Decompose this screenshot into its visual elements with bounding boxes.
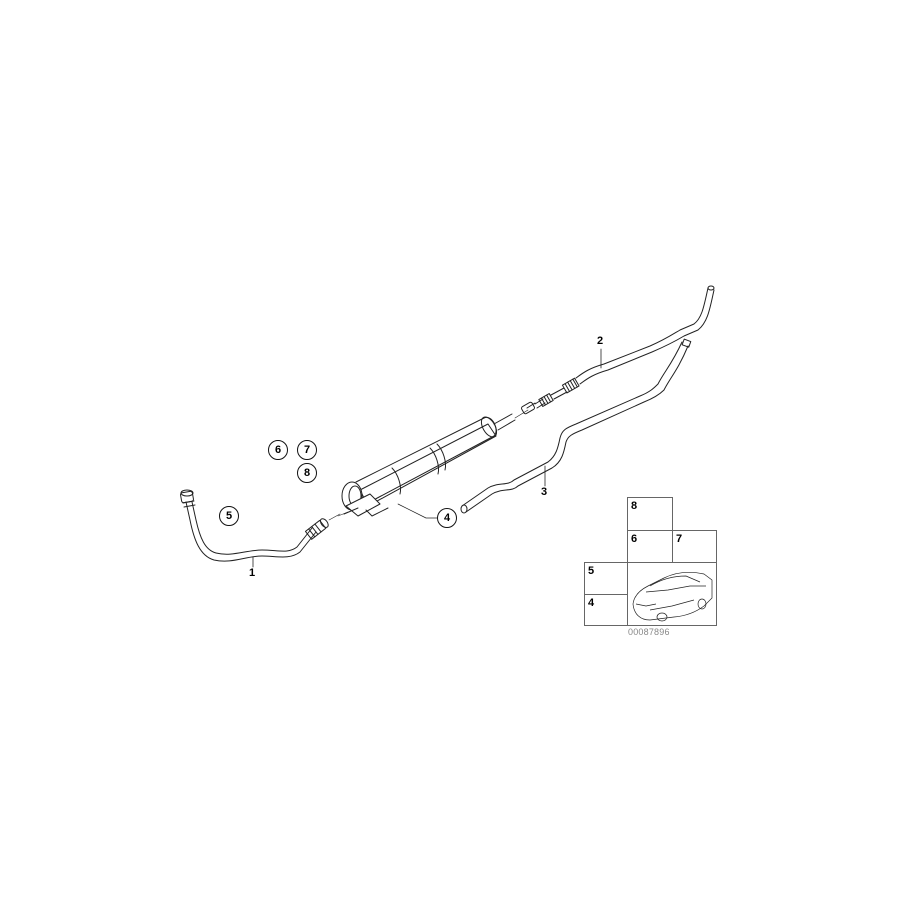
inset-box-4: 4 [584,594,628,626]
inset-number-6: 6 [631,533,638,545]
part-label-2: 2 [597,335,604,347]
inset-box-6: 6 [627,530,673,563]
catalog-number: 00087896 [628,627,670,637]
inset-box-5: 5 [584,562,628,595]
inset-box-7: 7 [672,530,717,563]
fuel-filter-drawing [337,409,529,519]
callout-7: 7 [297,440,317,460]
callout-6: 6 [268,440,288,460]
fuel-line-3-drawing [460,338,692,514]
inset-number-5: 5 [588,565,595,577]
fuel-line-1-drawing [180,489,341,568]
part-label-3: 3 [541,486,548,498]
inset-box-8: 8 [627,497,673,531]
inset-number-8: 8 [631,500,638,512]
callout-5: 5 [219,506,239,526]
inset-number-4: 4 [588,597,595,609]
callout-8: 8 [297,463,317,483]
callout-4: 4 [437,508,457,528]
inset-box-vehicle [627,562,717,626]
fuel-line-2-drawing [521,285,715,415]
inset-number-7: 7 [676,533,683,545]
inset-car-drawing [632,572,713,622]
part-label-1: 1 [249,567,256,579]
